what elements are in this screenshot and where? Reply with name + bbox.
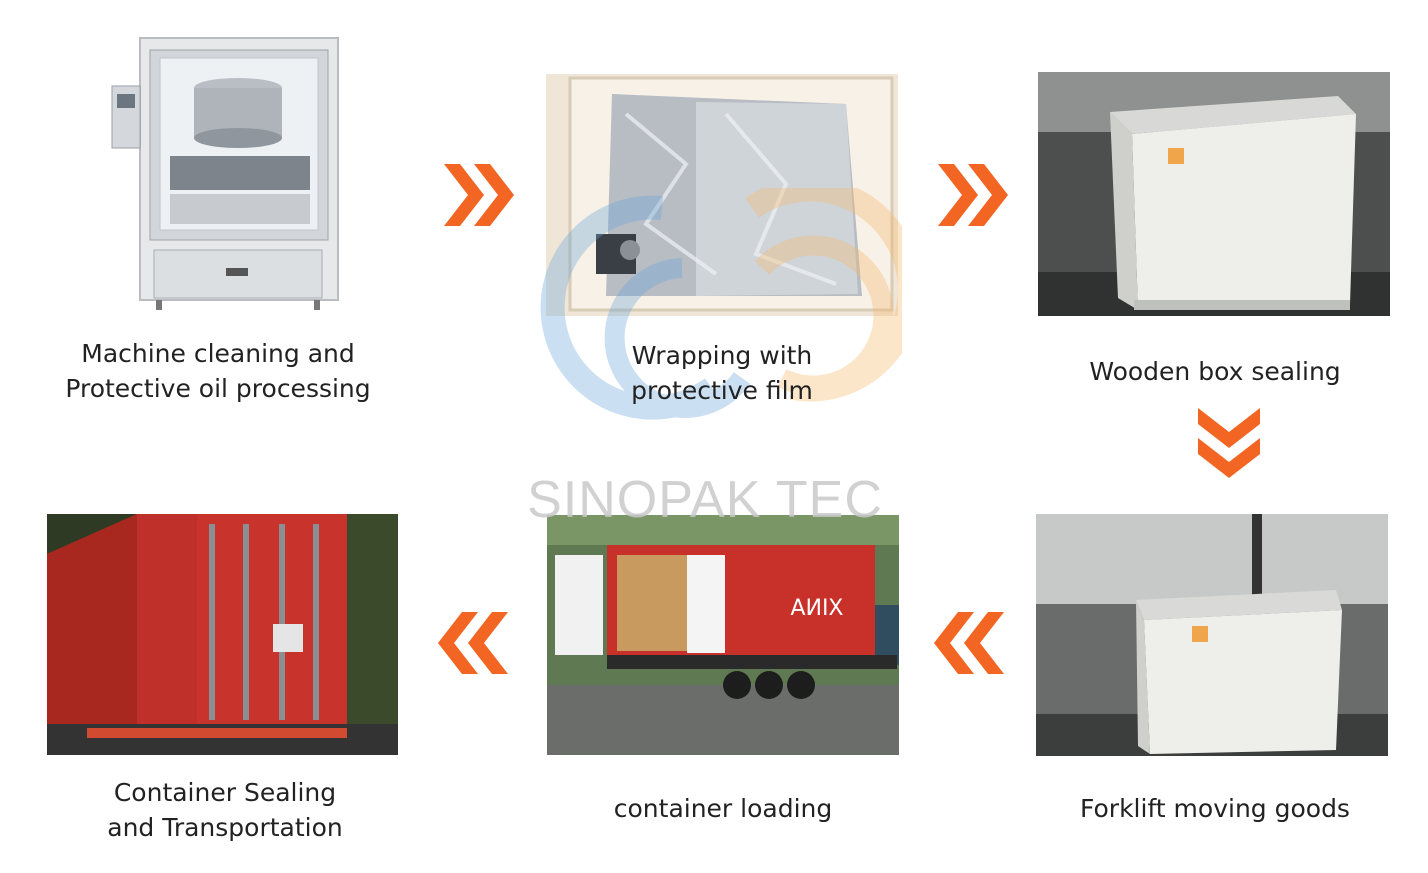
double-chevron-down-icon [1198,408,1260,480]
photo-container-sealing [47,514,398,755]
caption-wrapping-film: Wrapping with protective film [546,338,898,408]
caption-line: Forklift moving goods [1080,794,1350,823]
caption-container-loading: container loading [547,791,899,826]
photo-machine-cleaning [108,36,344,312]
caption-line: Wooden box sealing [1089,357,1341,386]
container-brand-text: XINA [790,596,843,621]
photo-wooden-box [1038,72,1390,316]
photo-forklift [1036,514,1388,756]
caption-line: Container Sealing [113,778,337,807]
photo-container-loading: XINA [547,515,899,755]
caption-line: Protective oil processing [65,374,371,403]
caption-line: container loading [613,794,833,823]
double-chevron-left-icon [932,612,1004,674]
caption-wooden-box: Wooden box sealing [1030,354,1400,389]
caption-forklift: Forklift moving goods [1030,791,1400,826]
double-chevron-right-icon [444,164,516,226]
photo-wrapping-film [546,74,898,316]
caption-line: and Transportation [107,813,343,842]
double-chevron-right-icon [938,164,1010,226]
caption-container-sealing: Container Sealing and Transportation [40,775,410,845]
caption-line: Wrapping with [631,341,813,370]
caption-line: protective film [631,376,813,405]
caption-line: Machine cleaning and [81,339,355,368]
caption-machine-cleaning: Machine cleaning and Protective oil proc… [30,336,406,406]
double-chevron-left-icon [436,612,508,674]
